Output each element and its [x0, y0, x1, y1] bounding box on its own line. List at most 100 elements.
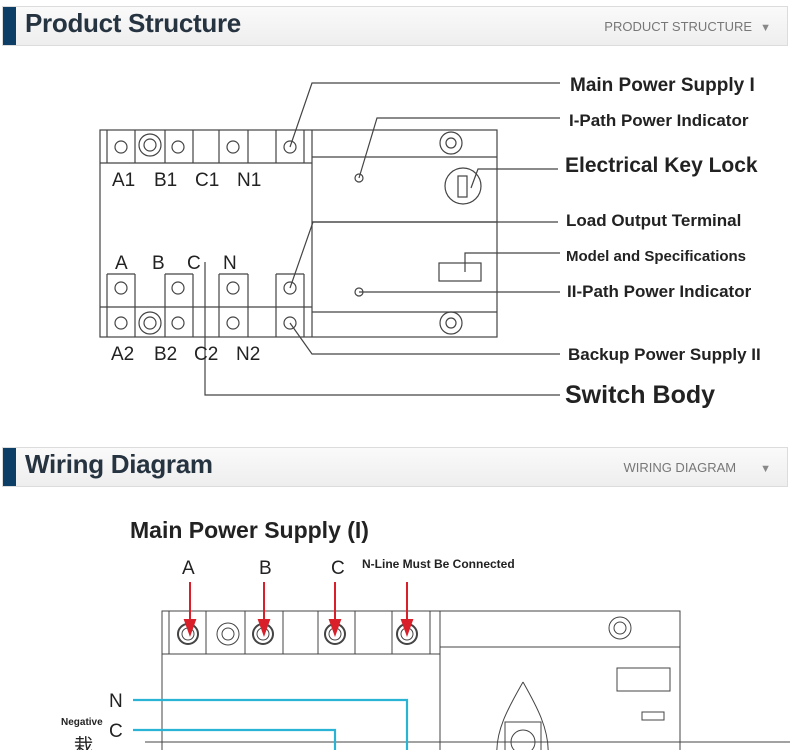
drawing-stroke — [289, 322, 560, 355]
drawing-stroke — [400, 619, 414, 637]
section-toggle[interactable]: WIRING DIAGRAM ▼ — [623, 460, 771, 475]
callout-i-path-indicator: I-Path Power Indicator — [569, 111, 749, 130]
drawing-stroke — [504, 721, 542, 750]
terminal-label: A — [115, 253, 128, 274]
section-subtitle: PRODUCT STRUCTURE — [604, 19, 753, 34]
drawing-stroke — [100, 130, 312, 337]
section-subtitle: WIRING DIAGRAM — [623, 460, 737, 475]
drawing-stroke — [226, 140, 240, 154]
n-line-note: N-Line Must Be Connected — [362, 557, 515, 571]
drawing-stroke — [445, 317, 457, 329]
section-toggle[interactable]: PRODUCT STRUCTURE ▼ — [604, 19, 771, 34]
drawing-stroke — [613, 621, 627, 635]
drawing-stroke — [439, 131, 463, 155]
drawing-stroke — [133, 728, 337, 750]
drawing-stroke — [221, 627, 235, 641]
drawing-stroke — [438, 262, 482, 282]
terminal-label: B — [152, 253, 165, 274]
section-header-product-structure: Product Structure PRODUCT STRUCTURE ▼ — [2, 6, 788, 46]
drawing-stroke — [99, 129, 498, 338]
callout-ii-path-indicator: II-Path Power Indicator — [567, 282, 752, 301]
terminal-label: B1 — [154, 170, 177, 191]
callout-load-output: Load Output Terminal — [566, 211, 741, 230]
drawing-stroke — [354, 173, 364, 183]
drawing-stroke — [464, 252, 560, 272]
drawing-stroke — [289, 82, 560, 148]
callout-model-specs: Model and Specifications — [566, 248, 746, 265]
accent-bar — [3, 7, 16, 45]
terminal-label: N — [223, 253, 237, 274]
section-header-wiring-diagram: Wiring Diagram WIRING DIAGRAM ▼ — [2, 447, 788, 487]
drawing-stroke — [257, 619, 271, 637]
wire-labels: N C Negative 栽 — [61, 691, 123, 750]
wiring-title: Main Power Supply (I) — [130, 517, 369, 543]
callout-labels: Main Power Supply I I-Path Power Indicat… — [565, 75, 761, 409]
callout-main-power: Main Power Supply I — [570, 75, 755, 96]
drawing-stroke — [204, 262, 560, 396]
drawing-stroke — [114, 140, 128, 154]
terminal-label: A1 — [112, 170, 135, 191]
accent-bar — [3, 448, 16, 486]
terminal-label: A2 — [111, 344, 134, 365]
terminal-label: C2 — [194, 344, 218, 365]
phase-labels: A B C N-Line Must Be Connected — [182, 557, 515, 579]
blue-wires — [133, 698, 409, 750]
callout-lines — [204, 82, 560, 396]
phase-label: A — [182, 558, 195, 579]
drawing-stroke — [457, 175, 468, 198]
terminal-labels: A1 B1 C1 N1 A B C N A2 B2 C2 N2 — [111, 170, 261, 365]
switch-structure-drawing — [99, 129, 498, 338]
drawing-stroke — [171, 316, 185, 330]
drawing-stroke — [444, 167, 482, 205]
drawing-stroke — [283, 316, 297, 330]
drawing-stroke — [283, 140, 297, 154]
wiring-device-drawing — [145, 610, 790, 750]
drawing-stroke — [328, 619, 342, 637]
drawing-stroke — [226, 281, 240, 295]
callout-switch-body: Switch Body — [565, 381, 715, 409]
drawing-stroke — [608, 616, 632, 640]
drawing-stroke — [216, 622, 240, 646]
triangle-down-icon: ▼ — [760, 22, 771, 34]
terminal-label: N2 — [236, 344, 260, 365]
drawing-stroke — [138, 311, 162, 335]
terminal-label: N1 — [237, 170, 261, 191]
drawing-stroke — [143, 316, 157, 330]
red-arrows — [183, 582, 414, 637]
drawing-stroke — [283, 281, 297, 295]
terminal-label: B2 — [154, 344, 177, 365]
drawing-stroke — [439, 610, 681, 750]
drawing-stroke — [114, 281, 128, 295]
drawing-stroke — [171, 140, 185, 154]
section-title: Wiring Diagram — [25, 449, 213, 479]
drawing-stroke — [143, 138, 157, 152]
drawing-stroke — [358, 117, 560, 179]
wire-label-n: N — [109, 691, 123, 712]
drawing-stroke — [496, 681, 549, 750]
drawing-stroke — [439, 311, 463, 335]
drawing-stroke — [114, 316, 128, 330]
callout-key-lock: Electrical Key Lock — [565, 154, 758, 177]
drawing-stroke — [226, 316, 240, 330]
terminal-label: C — [187, 253, 201, 274]
drawing-stroke — [445, 137, 457, 149]
callout-backup-power: Backup Power Supply II — [568, 345, 761, 364]
drawing-stroke — [183, 619, 197, 637]
drawing-stroke — [133, 698, 409, 750]
triangle-down-icon: ▼ — [760, 463, 771, 475]
drawing-stroke — [470, 168, 558, 189]
drawing-stroke — [510, 729, 536, 750]
section-title: Product Structure — [25, 8, 241, 38]
partial-label: 栽 — [74, 735, 93, 750]
drawing-stroke — [616, 667, 671, 692]
drawing-stroke — [641, 711, 665, 721]
negative-note: Negative — [61, 717, 103, 728]
phase-label: B — [259, 558, 272, 579]
drawing-stroke — [171, 281, 185, 295]
phase-label: C — [331, 558, 345, 579]
terminal-label: C1 — [195, 170, 219, 191]
drawing-stroke — [138, 133, 162, 157]
drawing-stroke — [289, 221, 558, 289]
wire-label-c: C — [109, 721, 123, 742]
